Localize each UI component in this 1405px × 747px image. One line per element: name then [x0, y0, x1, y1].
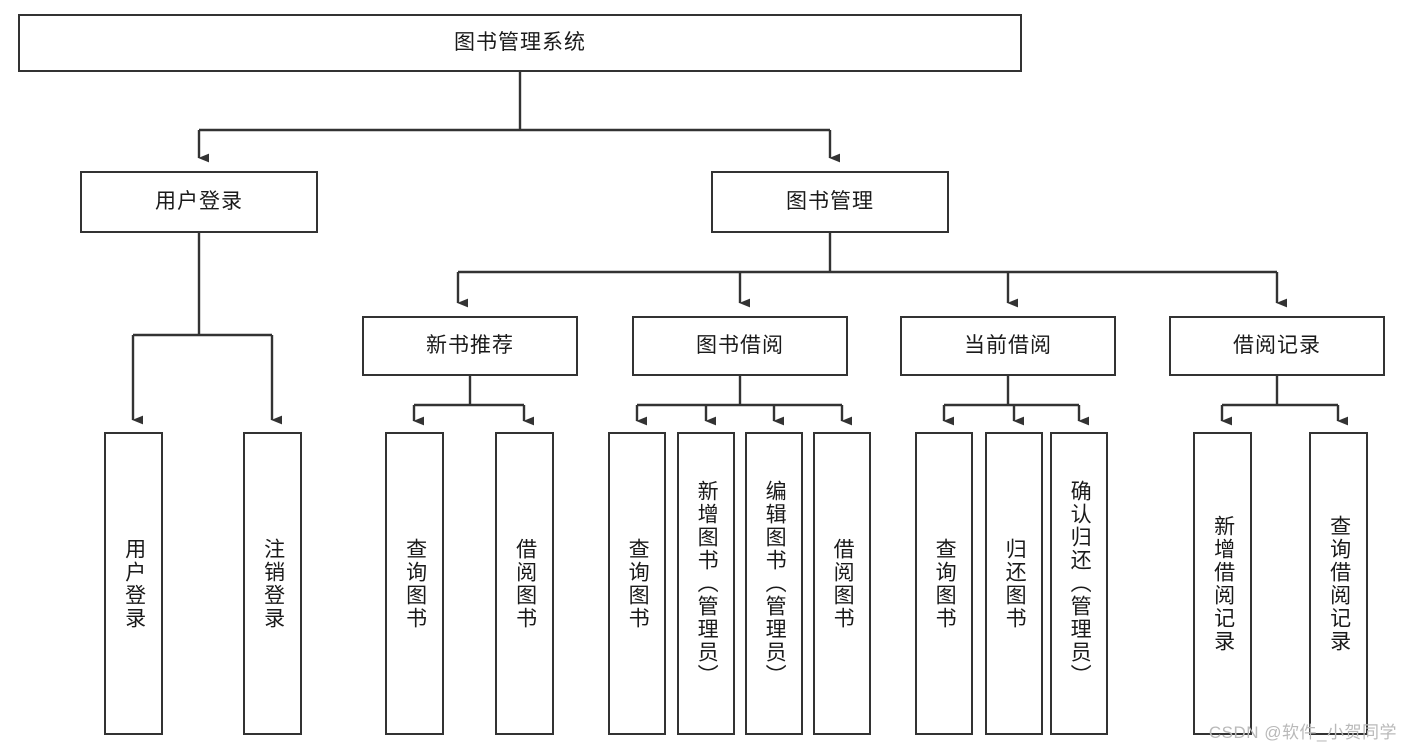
node-leaf-query-book-2[interactable]: 查询图书: [608, 432, 666, 735]
node-root-book-management-system[interactable]: 图书管理系统: [18, 14, 1022, 72]
node-borrow-record[interactable]: 借阅记录: [1169, 316, 1385, 376]
node-leaf-add-book[interactable]: 新增图书（管理员）: [677, 432, 735, 735]
node-leaf-query-book-1[interactable]: 查询图书: [385, 432, 444, 735]
node-book-borrow[interactable]: 图书借阅: [632, 316, 848, 376]
node-label: 借阅图书: [513, 537, 537, 630]
node-book-management[interactable]: 图书管理: [711, 171, 949, 233]
node-label: 新增图书（管理员）: [695, 480, 719, 687]
node-leaf-return-book[interactable]: 归还图书: [985, 432, 1043, 735]
node-label: 注销登录: [261, 537, 285, 630]
node-label: 用户登录: [122, 537, 146, 630]
node-leaf-edit-book[interactable]: 编辑图书（管理员）: [745, 432, 803, 735]
node-new-book-recommend[interactable]: 新书推荐: [362, 316, 578, 376]
node-label: 图书管理系统: [454, 31, 586, 55]
node-leaf-query-book-3[interactable]: 查询图书: [915, 432, 973, 735]
node-label: 新书推荐: [426, 334, 514, 358]
node-label: 查询借阅记录: [1327, 514, 1351, 653]
node-label: 图书借阅: [696, 334, 784, 358]
node-current-borrow[interactable]: 当前借阅: [900, 316, 1116, 376]
node-label: 查询图书: [403, 537, 427, 630]
node-label: 新增借阅记录: [1211, 514, 1235, 653]
node-label: 编辑图书（管理员）: [763, 480, 787, 687]
node-leaf-borrow-book-2[interactable]: 借阅图书: [813, 432, 871, 735]
csdn-watermark: CSDN @软件_小贺同学: [1208, 723, 1397, 742]
node-label: 图书管理: [786, 190, 874, 214]
node-label: 借阅图书: [831, 537, 855, 630]
node-label: 用户登录: [155, 190, 243, 214]
node-label: 归还图书: [1003, 537, 1027, 630]
node-leaf-query-record[interactable]: 查询借阅记录: [1309, 432, 1368, 735]
node-label: 查询图书: [626, 537, 650, 630]
node-leaf-add-record[interactable]: 新增借阅记录: [1193, 432, 1252, 735]
node-label: 确认归还（管理员）: [1068, 480, 1092, 687]
node-leaf-user-login[interactable]: 用户登录: [104, 432, 163, 735]
node-label: 当前借阅: [964, 334, 1052, 358]
node-label: 借阅记录: [1233, 334, 1321, 358]
node-user-login[interactable]: 用户登录: [80, 171, 318, 233]
node-label: 查询图书: [933, 537, 957, 630]
node-leaf-logout[interactable]: 注销登录: [243, 432, 302, 735]
node-leaf-borrow-book-1[interactable]: 借阅图书: [495, 432, 554, 735]
node-leaf-confirm-return[interactable]: 确认归还（管理员）: [1050, 432, 1108, 735]
